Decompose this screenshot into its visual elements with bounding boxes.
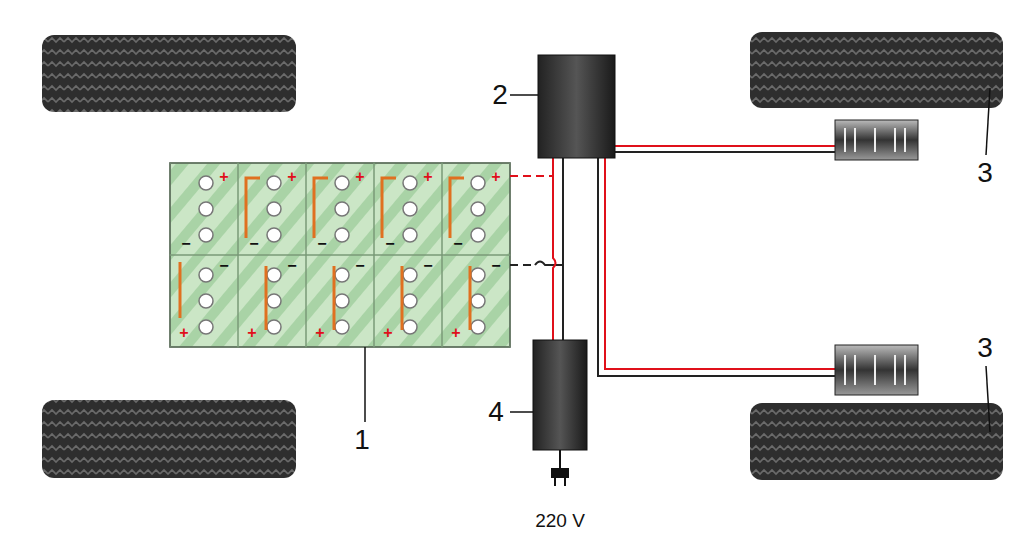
- polarity-sign: +: [287, 169, 296, 185]
- battery-cell: [306, 255, 374, 347]
- cell-terminal: [335, 268, 349, 282]
- polarity-sign: −: [287, 258, 296, 274]
- cell-terminal: [471, 176, 485, 190]
- battery-cell: [374, 255, 442, 347]
- polarity-sign: +: [179, 325, 188, 341]
- cell-link: [469, 266, 472, 330]
- cell-terminal: [199, 294, 213, 308]
- cell-link: [246, 178, 260, 238]
- callout-number: 2: [492, 81, 508, 109]
- polarity-sign: +: [355, 169, 364, 185]
- cell-terminal: [471, 294, 485, 308]
- polarity-sign: +: [491, 169, 500, 185]
- cell-terminal: [267, 228, 281, 242]
- polarity-sign: +: [315, 325, 324, 341]
- wheel: [750, 403, 1003, 480]
- cell-terminal: [403, 228, 417, 242]
- battery-cell: [238, 255, 306, 347]
- battery-cell: [170, 163, 238, 255]
- polarity-sign: +: [247, 325, 256, 341]
- cell-terminal: [403, 176, 417, 190]
- polarity-sign: −: [491, 258, 500, 274]
- cell-link: [265, 266, 268, 330]
- cell-link: [450, 178, 464, 238]
- cell-terminal: [335, 294, 349, 308]
- polarity-sign: +: [383, 325, 392, 341]
- cell-terminal: [199, 268, 213, 282]
- polarity-sign: −: [355, 258, 364, 274]
- cell-terminal: [335, 176, 349, 190]
- wheel: [42, 35, 296, 112]
- battery-cell: [442, 255, 510, 347]
- cell-terminal: [403, 320, 417, 334]
- polarity-sign: −: [249, 236, 258, 252]
- polarity-sign: −: [453, 236, 462, 252]
- callout-number: 3: [977, 334, 993, 362]
- wheel: [750, 32, 1003, 108]
- battery-cell: [238, 163, 306, 255]
- cell-link: [401, 266, 404, 330]
- cell-terminal: [403, 202, 417, 216]
- cell-link: [179, 262, 182, 318]
- motor: [835, 345, 918, 395]
- cell-terminal: [267, 202, 281, 216]
- polarity-sign: −: [385, 236, 394, 252]
- cell-link: [382, 178, 396, 238]
- cell-link: [314, 178, 328, 238]
- cell-terminal: [199, 320, 213, 334]
- battery-cell: [170, 255, 238, 347]
- wheel: [42, 400, 296, 478]
- cell-terminal: [267, 294, 281, 308]
- polarity-sign: +: [423, 169, 432, 185]
- motor: [835, 120, 918, 160]
- callout-number: 3: [977, 159, 993, 187]
- cell-terminal: [471, 320, 485, 334]
- cell-link: [333, 266, 336, 330]
- cell-terminal: [199, 202, 213, 216]
- cell-terminal: [403, 294, 417, 308]
- callout-number: 4: [488, 398, 504, 426]
- charger: [533, 340, 587, 450]
- cell-terminal: [267, 176, 281, 190]
- polarity-sign: −: [317, 236, 326, 252]
- cell-terminal: [335, 202, 349, 216]
- cell-terminal: [267, 268, 281, 282]
- cell-terminal: [335, 320, 349, 334]
- cell-terminal: [471, 268, 485, 282]
- battery-cell: [306, 163, 374, 255]
- voltage-label: 220 V: [535, 511, 585, 530]
- polarity-sign: −: [423, 258, 432, 274]
- polarity-sign: +: [219, 169, 228, 185]
- cell-terminal: [403, 268, 417, 282]
- polarity-sign: −: [219, 258, 228, 274]
- cell-terminal: [267, 320, 281, 334]
- polarity-sign: −: [181, 236, 190, 252]
- cell-terminal: [471, 228, 485, 242]
- battery-cell: [442, 163, 510, 255]
- controller: [538, 55, 615, 158]
- polarity-sign: +: [451, 325, 460, 341]
- cell-terminal: [471, 202, 485, 216]
- callout-number: 1: [354, 426, 370, 454]
- cell-terminal: [199, 228, 213, 242]
- battery-pack: [170, 163, 510, 347]
- cell-terminal: [335, 228, 349, 242]
- battery-cell: [374, 163, 442, 255]
- cell-terminal: [199, 176, 213, 190]
- plug: [551, 468, 569, 478]
